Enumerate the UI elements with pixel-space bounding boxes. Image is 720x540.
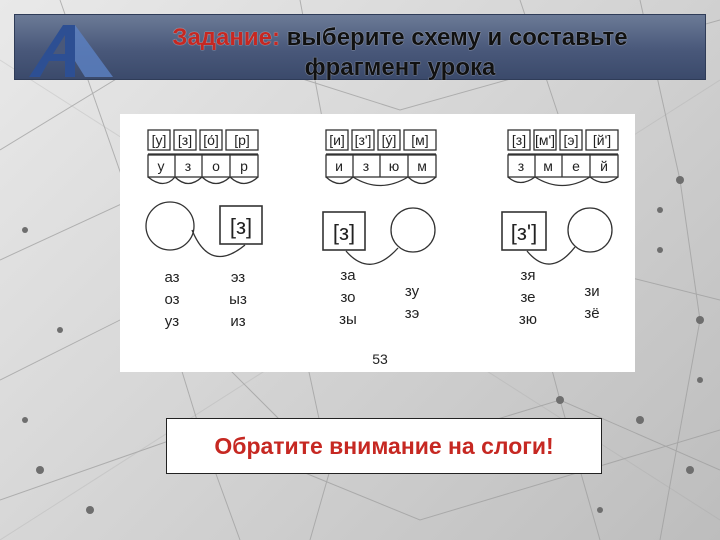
title-bar: Задание: выберите схему и составьте фраг… (14, 14, 706, 83)
textbook-figure: [у] [з] [о́] [р] у з о р [з] аз оз уз эз… (120, 114, 635, 372)
sound-schemes: [у] [з] [о́] [р] у з о р [з] аз оз уз эз… (145, 129, 619, 367)
letter-2-4: м (417, 158, 427, 174)
title-rest: выберите схему и составьте (279, 24, 628, 51)
syllable: зе (520, 289, 535, 306)
syllable: зи (584, 283, 599, 300)
letter-2-3: ю (389, 158, 400, 174)
letter-3-1: з (518, 158, 524, 174)
letter-1-1: у (158, 158, 165, 174)
syllable: ыз (229, 291, 247, 308)
letter-3-4: й (600, 158, 608, 174)
syllable: за (340, 267, 356, 284)
syllable: оз (164, 291, 179, 308)
syllable: зэ (405, 305, 420, 322)
page-number: 53 (372, 351, 388, 367)
letter-3-2: м (543, 158, 553, 174)
syllable: зы (339, 311, 357, 328)
sound-2-3: [у́] (382, 132, 397, 148)
syllable: зо (340, 289, 355, 306)
title-prefix: Задание: (172, 24, 280, 51)
notice-box: Обратите внимание на слоги! (166, 418, 602, 474)
scheme-3: [з] [м'] [э] [й'] з м е й [з'] зя зе зю … (501, 129, 619, 328)
sound-1-2: [з] (178, 132, 192, 148)
scheme-2: [и] [з'] [у́] [м] и з ю м [з] за зо зы з… (322, 129, 437, 328)
syllable: зя (521, 267, 536, 284)
logo-icon (29, 25, 113, 77)
letter-1-2: з (185, 158, 191, 174)
syllable: зу (405, 283, 420, 300)
sound-1-3: [о́] (203, 132, 219, 148)
sound-2-1: [и] (329, 132, 345, 148)
title-line-2: фрагмент урока (304, 54, 496, 81)
letter-1-4: р (240, 158, 248, 174)
scheme-1: [у] [з] [о́] [р] у з о р [з] аз оз уз эз… (145, 129, 263, 330)
syllable: аз (164, 269, 179, 286)
sound-1-4: [р] (234, 132, 250, 148)
syllable: из (230, 313, 245, 330)
scheme-3-box-label: [з'] (511, 220, 538, 245)
sound-3-1: [з] (512, 132, 526, 148)
sound-2-2: [з'] (355, 132, 372, 148)
syllable: зё (584, 305, 599, 322)
letter-3-3: е (572, 158, 580, 174)
letter-2-1: и (335, 158, 343, 174)
syllable: зю (519, 311, 537, 328)
syllable: эз (231, 269, 245, 286)
sound-3-4: [й'] (593, 132, 611, 148)
sound-3-3: [э] (564, 132, 579, 148)
scheme-1-box-label: [з] (230, 214, 252, 239)
sound-2-4: [м] (411, 132, 428, 148)
scheme-2-box-label: [з] (333, 220, 355, 245)
syllable: уз (165, 313, 180, 330)
letter-1-3: о (212, 158, 220, 174)
letter-2-2: з (363, 158, 369, 174)
sound-3-2: [м'] (535, 132, 555, 148)
page-title: Задание: выберите схему и составьте фраг… (95, 23, 705, 83)
sound-1-1: [у] (152, 132, 167, 148)
